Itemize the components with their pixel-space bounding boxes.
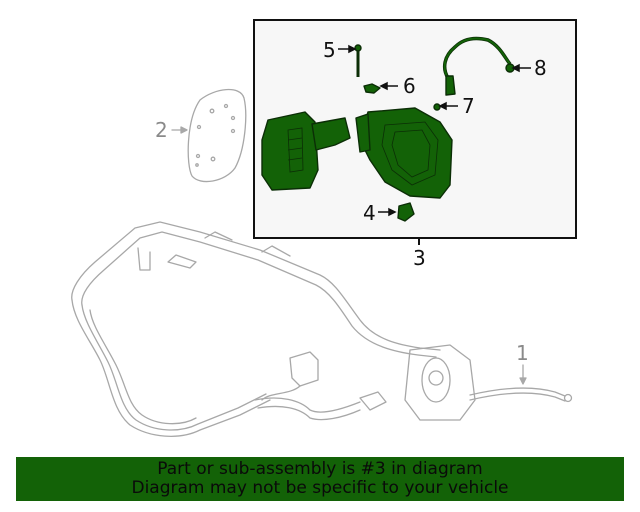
info-banner: Part or sub-assembly is #3 in diagram Di…: [16, 457, 624, 501]
callout-4[interactable]: 4: [363, 201, 376, 225]
part-8-harness: [442, 36, 512, 79]
banner-line-part-number: Part or sub-assembly is #3 in diagram: [157, 459, 483, 479]
part-7-plug: [433, 103, 441, 111]
callout-3[interactable]: 3: [413, 246, 426, 270]
part-4-clip: [397, 202, 415, 222]
callout-7[interactable]: 7: [462, 94, 475, 118]
part-charge-port-housing: [359, 107, 453, 199]
callout-5[interactable]: 5: [323, 38, 336, 62]
callout-6[interactable]: 6: [403, 74, 416, 98]
part-2-panel: [187, 88, 247, 183]
part-6-bracket: [363, 83, 381, 94]
callout-8[interactable]: 8: [534, 56, 547, 80]
banner-line-disclaimer: Diagram may not be specific to your vehi…: [131, 478, 509, 498]
callout-2[interactable]: 2: [155, 118, 168, 142]
callout-1[interactable]: 1: [516, 341, 529, 365]
part-1-cable: [469, 387, 566, 397]
part-charge-door: [261, 111, 319, 191]
